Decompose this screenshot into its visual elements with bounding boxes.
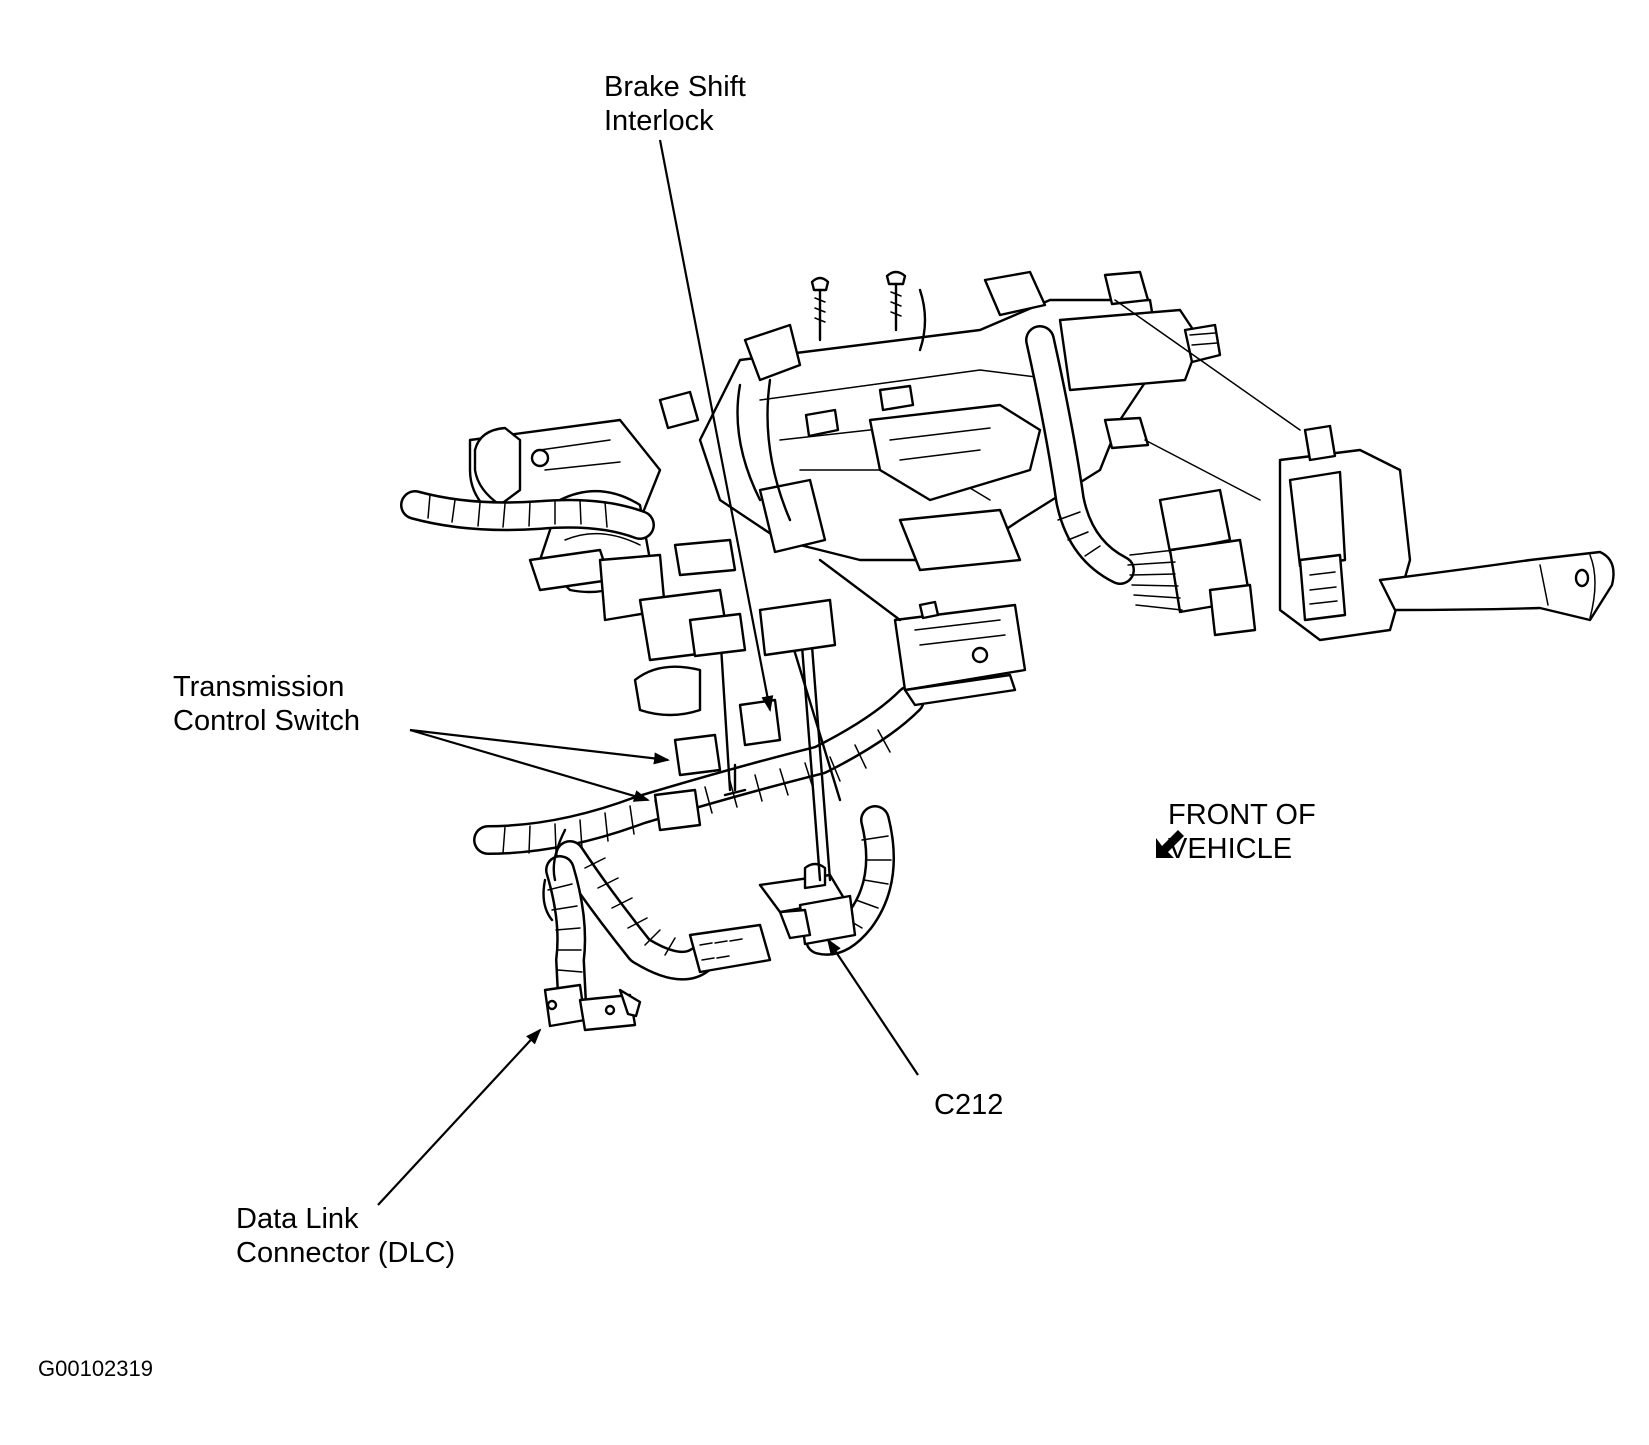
label-transmission-control-switch: Transmission Control Switch	[173, 670, 360, 738]
label-brake-shift-interlock-line-1: Brake Shift	[604, 71, 746, 103]
label-front-of-vehicle-line-1: FRONT OF	[1168, 799, 1316, 831]
lower-wire-harness	[473, 558, 1027, 1032]
label-front-of-vehicle: FRONT OF VEHICLE	[1168, 798, 1316, 866]
label-data-link-connector: Data Link Connector (DLC)	[236, 1202, 455, 1270]
leader-transmission-switch-2	[409, 728, 650, 802]
label-front-of-vehicle-line-2: VEHICLE	[1168, 833, 1293, 865]
label-transmission-control-switch-line-2: Control Switch	[173, 705, 360, 737]
leader-c212	[826, 938, 919, 1076]
steering-column-body	[468, 270, 1222, 717]
label-transmission-control-switch-line-1: Transmission	[173, 671, 345, 703]
upper-wire-loom	[400, 288, 1135, 585]
figure-id: G00102319	[38, 1356, 153, 1381]
mounting-screws	[804, 270, 915, 438]
multifunction-switch	[1114, 299, 1615, 642]
label-c212-text: C212	[934, 1089, 1004, 1121]
label-data-link-connector-line-2: Connector (DLC)	[236, 1237, 456, 1269]
label-brake-shift-interlock: Brake Shift Interlock	[604, 70, 746, 138]
leader-brake-shift-interlock	[658, 139, 774, 712]
leader-dlc	[377, 1028, 542, 1206]
label-data-link-connector-line-1: Data Link	[236, 1203, 359, 1235]
front-direction-arrow-icon	[1156, 830, 1184, 858]
label-brake-shift-interlock-line-2: Interlock	[604, 105, 714, 137]
leader-lines	[377, 139, 919, 1206]
leader-transmission-switch-1	[409, 728, 670, 765]
label-c212: C212	[934, 1088, 1003, 1122]
